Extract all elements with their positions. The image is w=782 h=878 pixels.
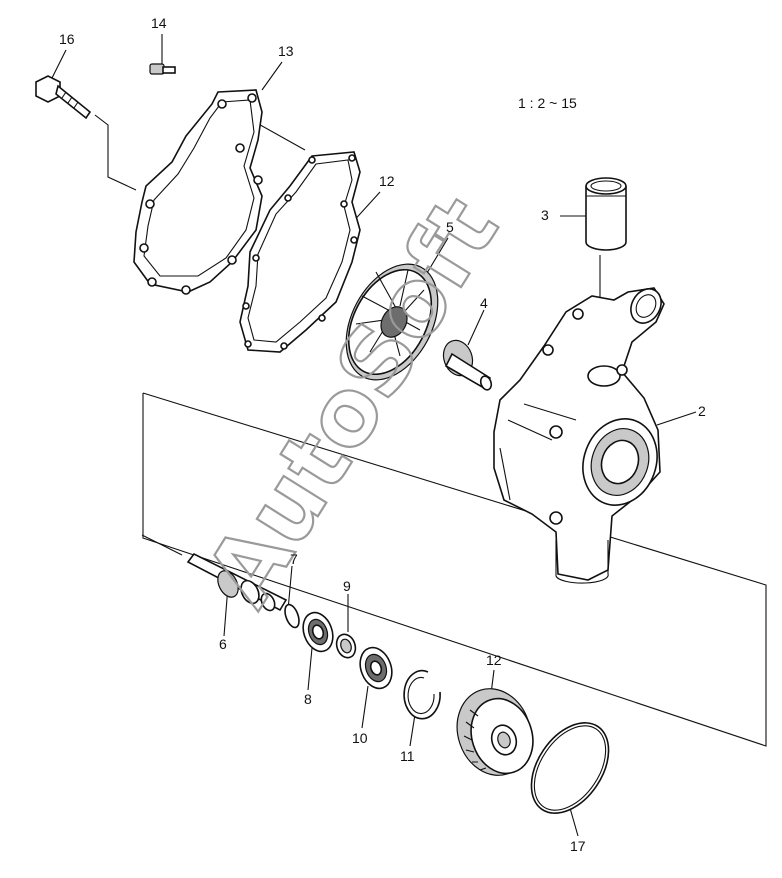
callout-14: 13 — [278, 43, 294, 59]
gear-12 — [456, 688, 534, 776]
callout-5: 4 — [480, 295, 488, 311]
callout-13: 12 — [379, 173, 395, 189]
callout-2: 2 — [698, 403, 706, 419]
callout-4: 6 — [219, 636, 227, 652]
callout-15: 14 — [151, 15, 167, 31]
callout-6: 5 — [446, 219, 454, 235]
spacer-9 — [335, 633, 357, 659]
impeller-6 — [345, 263, 439, 381]
callout-7: 7 — [290, 551, 298, 567]
shaft-4 — [186, 552, 288, 612]
callout-10: 10 — [352, 730, 368, 746]
scale-label: 1 : 2 ~ 15 — [518, 95, 577, 111]
bearing-8 — [302, 611, 334, 653]
bearing-10 — [359, 646, 393, 690]
callout-16: 17 — [570, 838, 586, 854]
callout-17: 16 — [59, 31, 75, 47]
seal-5 — [442, 339, 493, 391]
gasket-13 — [239, 151, 361, 353]
bolt-17 — [35, 75, 92, 120]
callout-11: 11 — [400, 748, 415, 764]
ring-7 — [284, 603, 300, 629]
callout-8: 8 — [304, 691, 312, 707]
pipe-sleeve-3 — [585, 177, 627, 251]
callout-12: 12 — [486, 652, 502, 668]
circlip-11 — [403, 669, 441, 720]
pump-housing-2 — [493, 287, 665, 584]
cover-plate-14 — [133, 89, 263, 295]
o-ring-16 — [530, 722, 610, 814]
callout-3: 3 — [541, 207, 549, 223]
screw-15 — [149, 63, 176, 75]
callout-9: 9 — [343, 578, 351, 594]
